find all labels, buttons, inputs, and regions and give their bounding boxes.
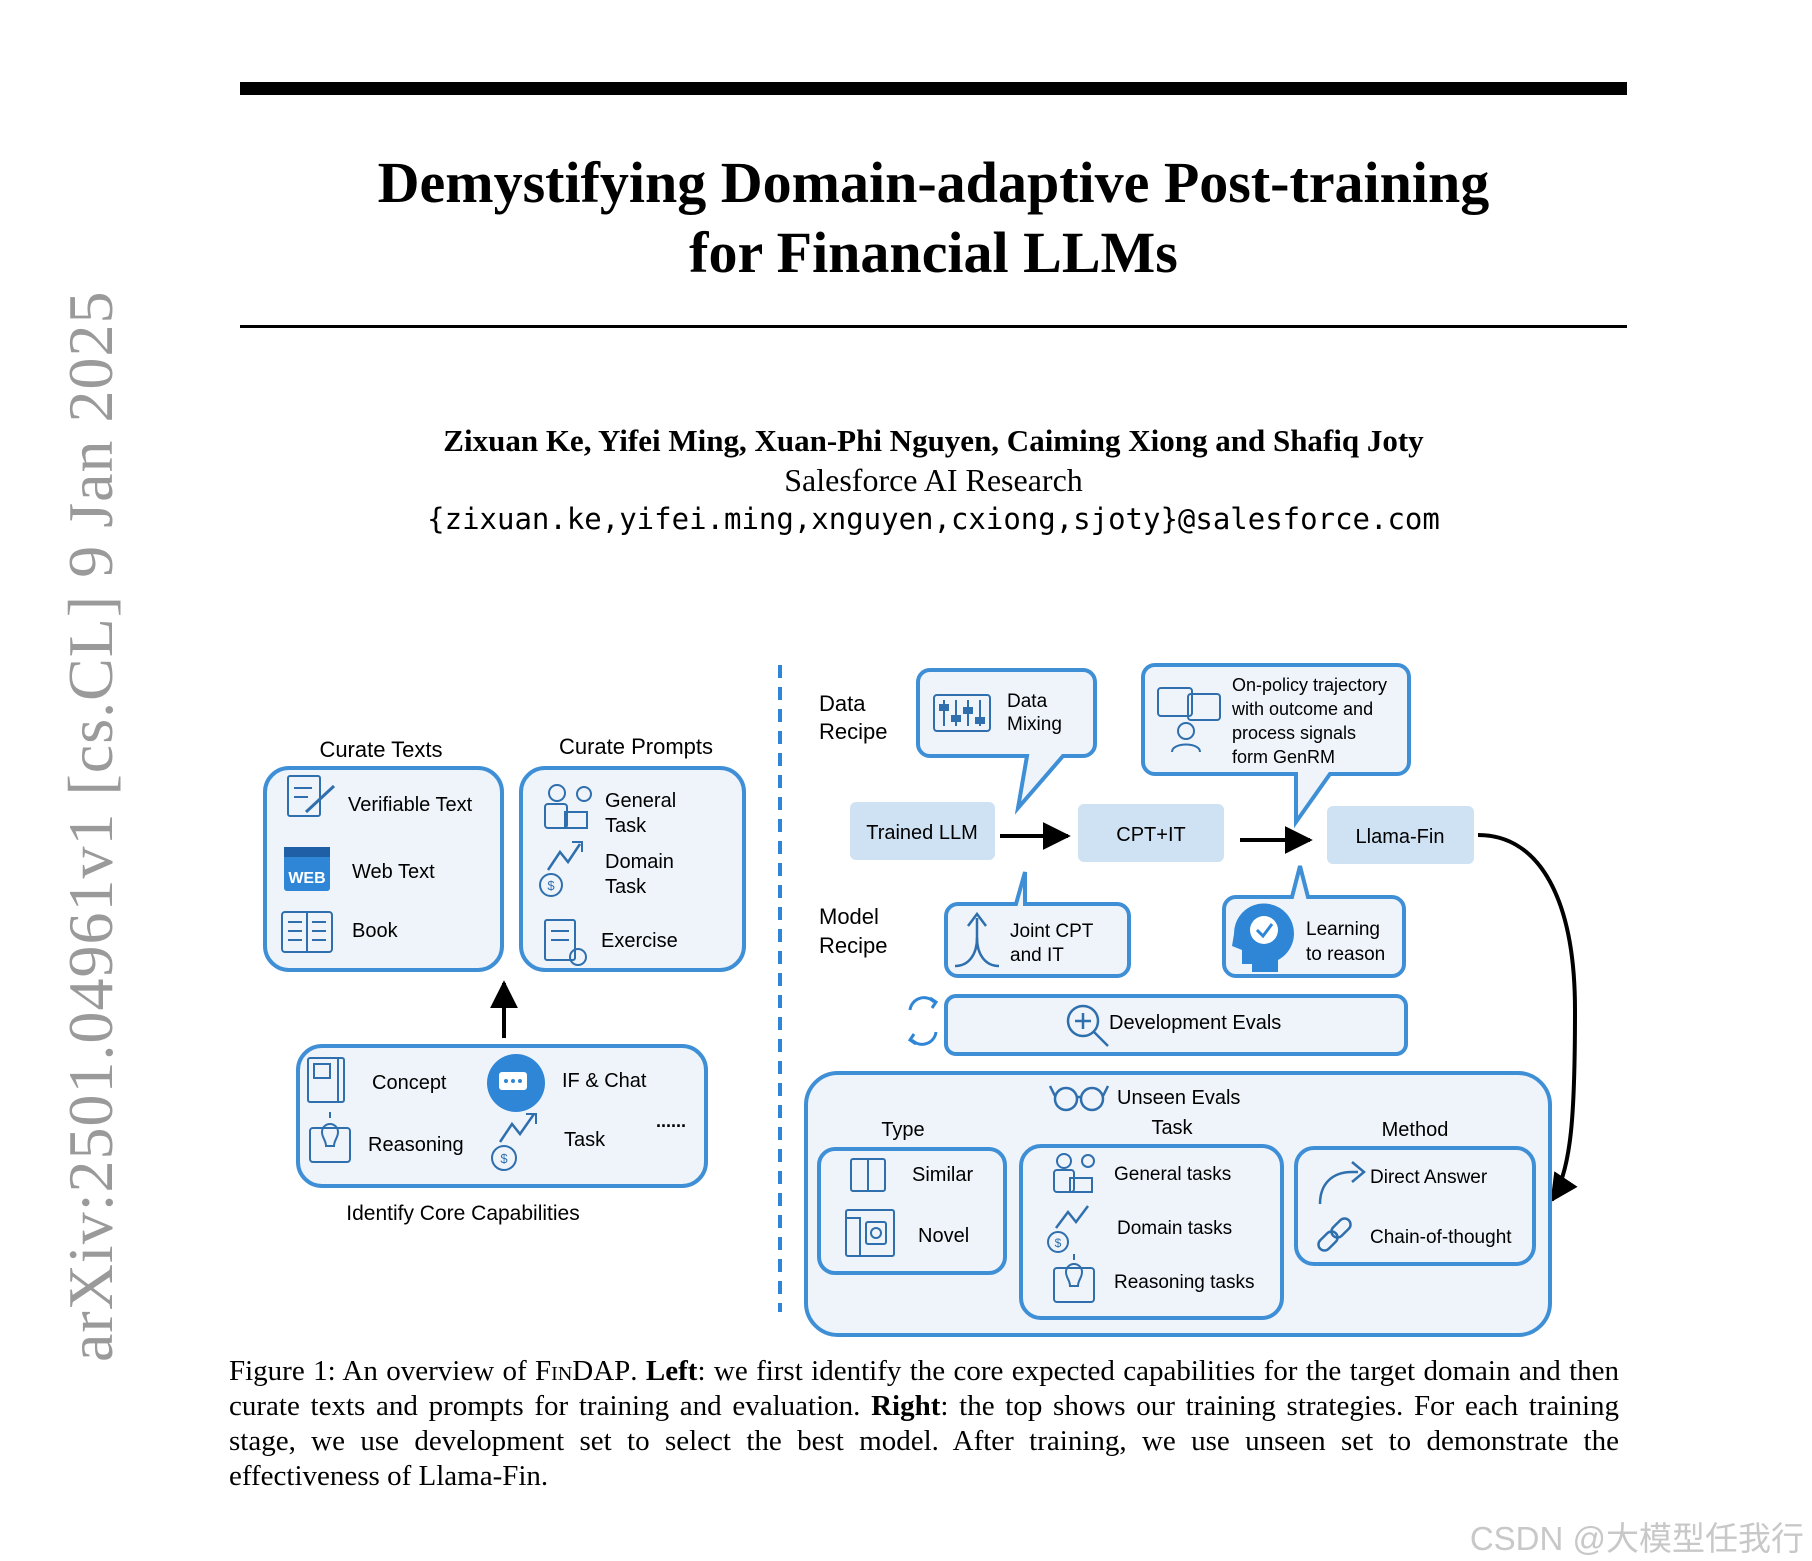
on-policy-label-3: process signals	[1232, 723, 1356, 743]
data-recipe-label-2: Recipe	[819, 719, 887, 744]
web-badge-text: WEB	[288, 870, 325, 887]
concept-label: Concept	[372, 1072, 447, 1094]
novel-label: Novel	[918, 1225, 969, 1247]
on-policy-label-4: form GenRM	[1232, 747, 1335, 767]
web-text-label: Web Text	[352, 861, 435, 883]
joint-cpt-label-1: Joint CPT	[1010, 921, 1094, 942]
learning-label-1: Learning	[1306, 919, 1380, 940]
curate-texts-label: Curate Texts	[319, 737, 442, 762]
joint-cpt-label-2: and IT	[1010, 945, 1064, 966]
book-label: Book	[352, 920, 399, 942]
llama-fin-label: Llama-Fin	[1356, 826, 1445, 848]
figure-caption: Figure 1: An overview of FinDAP. Left: w…	[229, 1354, 1619, 1494]
reasoning-label: Reasoning	[368, 1134, 464, 1156]
if-chat-label: IF & Chat	[562, 1070, 647, 1092]
chat-icon	[487, 1054, 545, 1112]
direct-answer-label: Direct Answer	[1370, 1167, 1488, 1188]
refresh-icon	[910, 998, 936, 1045]
svg-text:$: $	[1055, 1236, 1062, 1250]
cpt-it-label: CPT+IT	[1116, 824, 1185, 846]
csdn-watermark: CSDN @大模型任我行	[1470, 1512, 1804, 1560]
task-label: Task	[564, 1129, 606, 1151]
domain-task-label-2: Task	[605, 876, 647, 898]
caption-text-2: .	[630, 1355, 646, 1387]
caption-findap: FinDAP	[535, 1355, 630, 1387]
trained-llm-label: Trained LLM	[866, 822, 978, 844]
domain-task-label-1: Domain	[605, 851, 674, 873]
caption-label: Figure 1:	[229, 1355, 336, 1387]
reasoning-tasks-label: Reasoning tasks	[1114, 1272, 1254, 1293]
data-recipe-label-1: Data	[819, 691, 866, 716]
similar-label: Similar	[912, 1164, 973, 1186]
general-tasks-label: General tasks	[1114, 1164, 1231, 1185]
data-mixing-label-2: Mixing	[1007, 714, 1062, 735]
general-task-label-2: Task	[605, 815, 647, 837]
type-header: Type	[881, 1119, 924, 1141]
caption-left-bold: Left	[646, 1355, 698, 1387]
verifiable-text-label: Verifiable Text	[348, 794, 473, 816]
chain-of-thought-label: Chain-of-thought	[1370, 1227, 1512, 1248]
model-recipe-label-2: Recipe	[819, 933, 887, 958]
unseen-evals-label: Unseen Evals	[1117, 1087, 1240, 1109]
data-mixing-label-1: Data	[1007, 691, 1048, 712]
on-policy-label-1: On-policy trajectory	[1232, 675, 1387, 695]
development-evals-label: Development Evals	[1109, 1012, 1281, 1034]
domain-tasks-label: Domain tasks	[1117, 1218, 1232, 1239]
identify-capabilities-label: Identify Core Capabilities	[346, 1202, 579, 1225]
model-recipe-label-1: Model	[819, 904, 879, 929]
web-icon: WEB	[284, 847, 330, 891]
caption-text-1: An overview of	[336, 1355, 535, 1387]
svg-text:$: $	[547, 878, 555, 893]
method-header: Method	[1382, 1119, 1449, 1141]
exercise-label: Exercise	[601, 930, 678, 952]
task-header: Task	[1151, 1117, 1193, 1139]
general-task-label-1: General	[605, 790, 676, 812]
svg-text:$: $	[500, 1151, 508, 1166]
learning-label-2: to reason	[1306, 944, 1385, 965]
on-policy-label-2: with outcome and	[1231, 699, 1373, 719]
more-ellipsis: ......	[656, 1111, 686, 1131]
caption-right-bold: Right	[871, 1390, 940, 1422]
curate-prompts-label: Curate Prompts	[559, 734, 713, 759]
